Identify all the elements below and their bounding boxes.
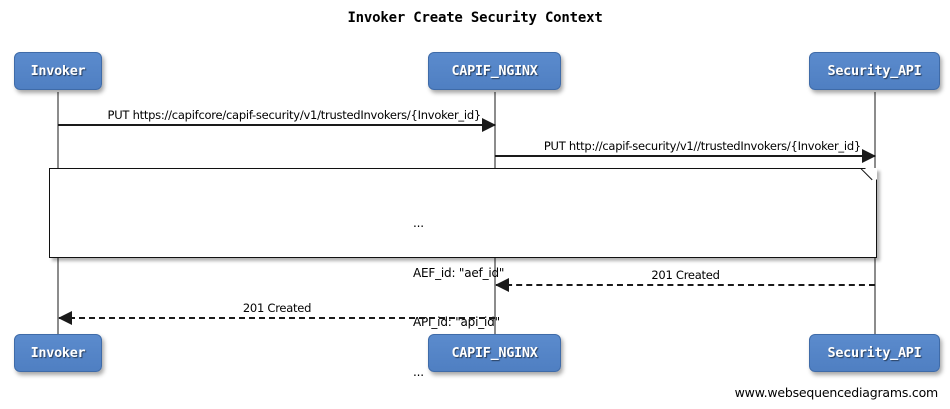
participant-box-invoker-bottom[interactable]: Invoker (14, 334, 102, 372)
note-line-3: ... (413, 364, 424, 379)
message-arrow-201-created-security-to-nginx: 201 Created (495, 268, 875, 292)
participant-label-security-api-top: Security_API (827, 63, 922, 79)
participant-box-security-api-top[interactable]: Security_API (809, 52, 940, 90)
watermark-link[interactable]: www.websequencediagrams.com (734, 385, 939, 400)
note-line-0: ... (413, 216, 424, 230)
message-line (496, 284, 875, 286)
message-line (58, 124, 495, 126)
message-label-2: PUT http://capif-security/v1//trustedInv… (543, 139, 861, 153)
participant-label-invoker-bottom: Invoker (30, 345, 86, 361)
note-fold-edge-icon (860, 168, 877, 185)
participant-box-invoker-top[interactable]: Invoker (14, 52, 102, 90)
arrowhead-left-icon (58, 311, 72, 325)
note-box-request-body: ... AEF_id: "aef_id" API_id: "api_id" ..… (49, 168, 877, 379)
arrowhead-right-icon (862, 149, 876, 163)
arrowhead-left-icon (495, 278, 509, 292)
message-label-3: 201 Created (651, 268, 720, 282)
message-label-1: PUT https://capifcore/capif-security/v1/… (107, 108, 482, 122)
participant-label-security-api-bottom: Security_API (827, 345, 922, 361)
participant-label-capif-nginx-bottom: CAPIF_NGINX (451, 345, 538, 361)
message-arrow-201-created-nginx-to-invoker: 201 Created (58, 301, 495, 325)
arrowhead-right-icon (482, 118, 496, 132)
message-arrow-put-trusted-invokers-capifcore: PUT https://capifcore/capif-security/v1/… (58, 108, 496, 132)
participant-box-security-api-bottom[interactable]: Security_API (809, 334, 940, 372)
participant-label-invoker-top: Invoker (30, 63, 86, 79)
message-line (495, 155, 875, 157)
message-arrow-put-trusted-invokers-security: PUT http://capif-security/v1//trustedInv… (495, 139, 876, 163)
note-text: ... AEF_id: "aef_id" API_id: "api_id" ..… (413, 182, 504, 409)
participant-box-capif-nginx-top[interactable]: CAPIF_NGINX (428, 52, 561, 90)
page-title: Invoker Create Security Context (347, 10, 603, 26)
participant-box-capif-nginx-bottom[interactable]: CAPIF_NGINX (428, 334, 561, 372)
message-label-4: 201 Created (242, 301, 312, 315)
participant-label-capif-nginx-top: CAPIF_NGINX (451, 63, 538, 79)
message-line (59, 317, 495, 319)
note-line-1: AEF_id: "aef_id" (413, 265, 505, 280)
